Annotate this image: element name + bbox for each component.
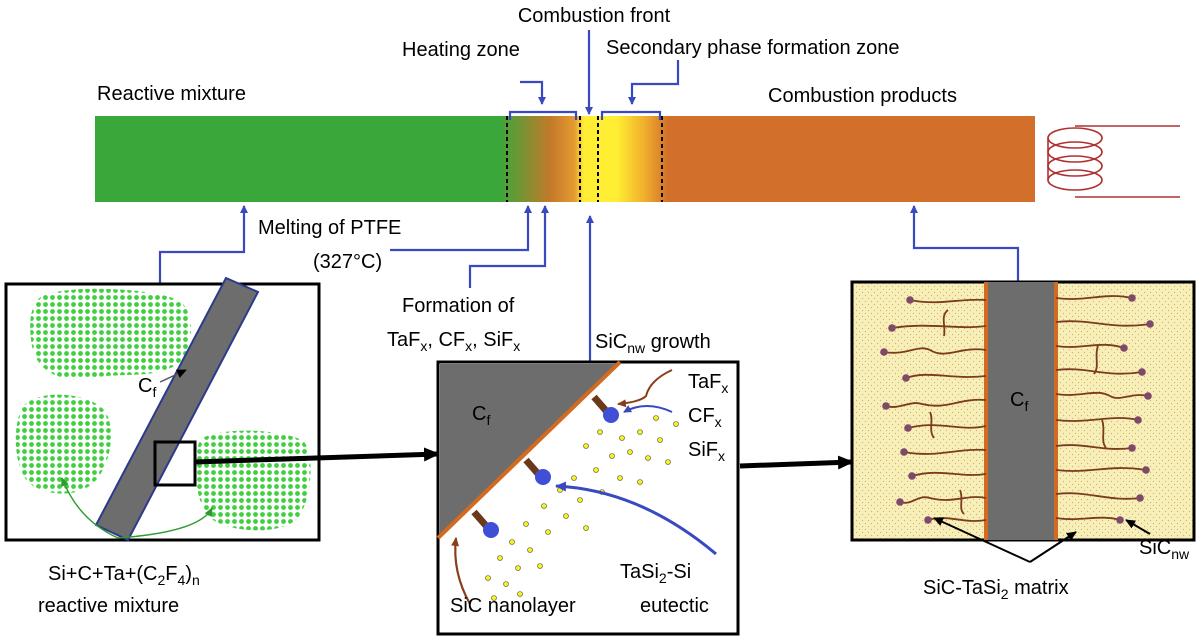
sifx-label: SiFx [688, 439, 725, 464]
melting-label-line2: (327°C) [313, 251, 382, 273]
powder-particle-2 [15, 394, 112, 494]
combustion-products-label: Combustion products [768, 85, 957, 107]
tafx-label: TaFx [688, 371, 728, 396]
sic-nanolayer-label: SiC nanolayer [450, 595, 576, 617]
tasi-label-line1: TaSi2-Si [620, 561, 691, 586]
combustion-bar [95, 116, 1035, 202]
zoom-box [153, 440, 197, 487]
sic-edge-middle [436, 360, 622, 540]
zone-dividers [506, 116, 663, 202]
coil-icon [1047, 125, 1180, 198]
powder-particle-3 [195, 430, 311, 531]
mixture-label-line2: reactive mixture [38, 595, 179, 617]
sicnw-growth-label: SiCnw growth [595, 331, 711, 356]
cf-label-right: Cf [1010, 389, 1028, 414]
zoom-arrow-left [194, 447, 440, 465]
mixture-label-line1: Si+C+Ta+(C2F4)n [48, 563, 200, 588]
formation-label-line2: TaFx, CFx, SiFx [387, 329, 520, 354]
formation-label-line1: Formation of [402, 295, 515, 317]
middle-panel: Cf SiCnw [436, 331, 740, 636]
connector-lines [158, 205, 1020, 362]
melting-label-line1: Melting of PTFE [258, 217, 401, 239]
nanowires-right [1055, 295, 1151, 521]
nanowire-tips [880, 294, 1154, 524]
secondary-zone-label: Secondary phase formation zone [606, 37, 900, 59]
sicnw-growth-pointer [617, 369, 673, 408]
matrix-label: SiC-TaSi2 matrix [923, 577, 1069, 602]
zone-brackets [508, 30, 680, 120]
left-panel: Cf Si+C+Ta+(C2F4)n reactive mixture [4, 276, 321, 617]
combustion-front-label: Combustion front [518, 5, 671, 27]
mixture-pointers [61, 477, 213, 539]
right-panel: Cf [850, 280, 1196, 602]
carbon-fiber-right [986, 282, 1056, 540]
matrix-pointers [933, 517, 1151, 563]
heating-zone-label: Heating zone [402, 39, 520, 61]
combustion-bar-section: Combustion front Heating zone Secondary … [95, 5, 1180, 362]
carbon-fiber-left [94, 276, 260, 542]
sicnw-label-right: SiCnw [1139, 537, 1190, 562]
zoom-arrow-right [739, 455, 854, 470]
tasi-pointer [555, 481, 717, 556]
cf-pointer-left [159, 369, 187, 383]
cf-label-left: Cf [138, 375, 156, 400]
reactive-mixture-label: Reactive mixture [97, 83, 246, 105]
cfx-label: CFx [688, 405, 722, 430]
powder-particle-1 [30, 288, 191, 380]
sic-nanolayer-pointer [451, 537, 471, 605]
nanowires-left [883, 298, 987, 522]
catalyst-droplets [483, 407, 619, 538]
cf-label-middle: Cf [472, 403, 490, 428]
tasi-label-line2: eutectic [640, 595, 709, 617]
cfx-pointer [623, 405, 673, 413]
